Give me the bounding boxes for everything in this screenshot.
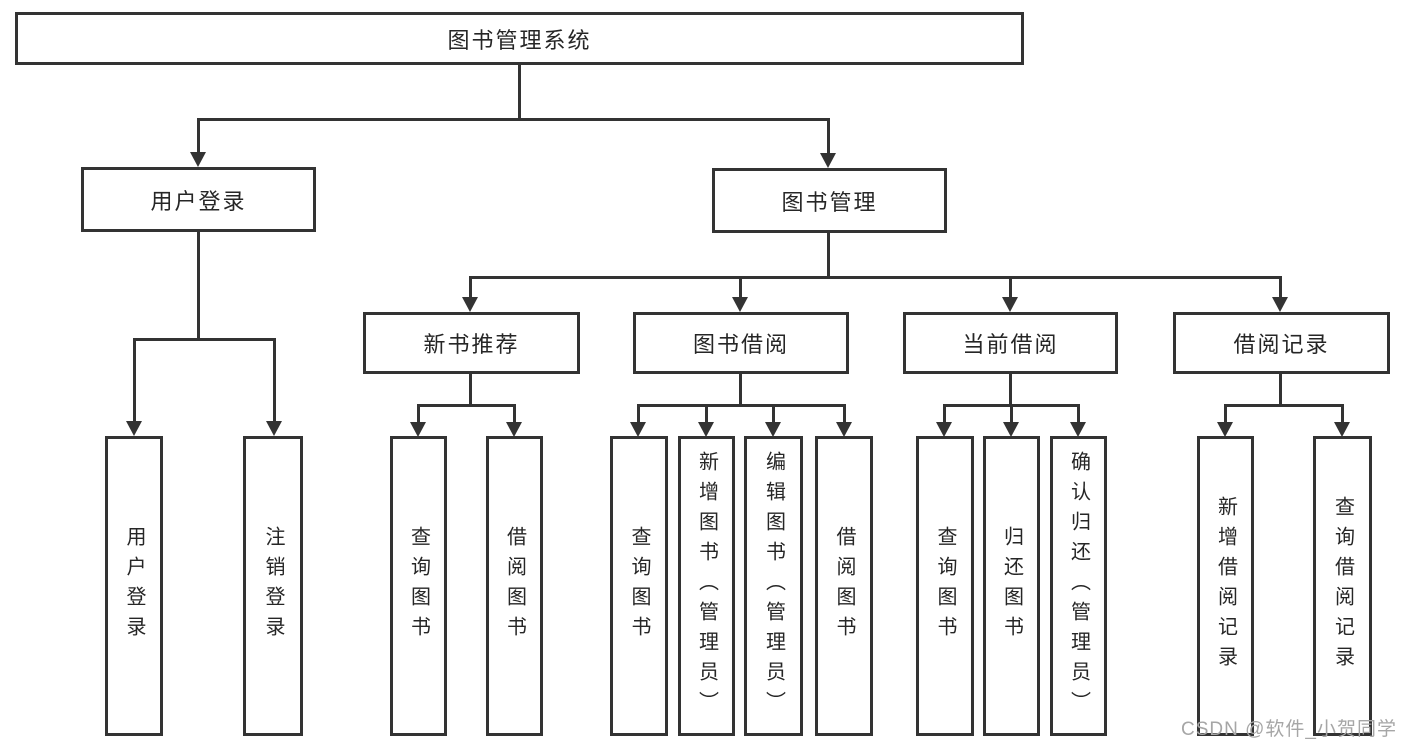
arrow-down-icon bbox=[630, 422, 646, 437]
leaf-query-books-2-label: 查询图书 bbox=[628, 526, 650, 646]
connector-line bbox=[513, 404, 516, 423]
arrow-down-icon bbox=[698, 422, 714, 437]
connector-line bbox=[469, 276, 472, 299]
leaf-confirm-return-admin-label: 确认归还（管理员） bbox=[1067, 451, 1090, 721]
leaf-borrow-books-1-label: 借阅图书 bbox=[503, 526, 526, 646]
arrow-down-icon bbox=[820, 153, 836, 168]
leaf-edit-book-admin: 编辑图书（管理员） bbox=[744, 436, 803, 736]
node-new-book-recommend-label: 新书推荐 bbox=[423, 332, 520, 357]
connector-line bbox=[469, 276, 1282, 279]
leaf-user-login: 用户登录 bbox=[105, 436, 163, 736]
connector-line bbox=[1224, 404, 1227, 423]
node-borrowing-records: 借阅记录 bbox=[1173, 312, 1390, 374]
leaf-add-book-admin-label: 新增图书（管理员） bbox=[695, 451, 718, 721]
leaf-logout: 注销登录 bbox=[243, 436, 303, 736]
leaf-add-book-admin: 新增图书（管理员） bbox=[678, 436, 735, 736]
node-current-borrowing: 当前借阅 bbox=[903, 312, 1118, 374]
leaf-query-books-2: 查询图书 bbox=[610, 436, 668, 736]
root-node-label: 图书管理系统 bbox=[447, 27, 592, 53]
arrow-down-icon bbox=[1002, 297, 1018, 312]
leaf-return-book: 归还图书 bbox=[983, 436, 1040, 736]
connector-line bbox=[1279, 276, 1282, 299]
arrow-down-icon bbox=[1003, 422, 1019, 437]
arrow-down-icon bbox=[765, 422, 781, 437]
leaf-logout-label: 注销登录 bbox=[262, 526, 284, 646]
leaf-user-login-label: 用户登录 bbox=[123, 526, 145, 646]
connector-line bbox=[827, 233, 830, 276]
leaf-edit-book-admin-label: 编辑图书（管理员） bbox=[762, 451, 785, 721]
connector-line bbox=[739, 276, 742, 299]
connector-line bbox=[843, 404, 846, 423]
arrow-down-icon bbox=[936, 422, 952, 437]
connector-line bbox=[1279, 374, 1282, 404]
connector-line bbox=[637, 404, 640, 423]
leaf-borrow-books-2-label: 借阅图书 bbox=[833, 526, 855, 646]
arrow-down-icon bbox=[462, 297, 478, 312]
node-book-management-label: 图书管理 bbox=[781, 189, 878, 215]
node-borrowing-records-label: 借阅记录 bbox=[1233, 332, 1330, 357]
leaf-query-borrow-record-label: 查询借阅记录 bbox=[1331, 496, 1354, 676]
node-book-borrowing: 图书借阅 bbox=[633, 312, 849, 374]
node-book-management: 图书管理 bbox=[712, 168, 947, 233]
connector-line bbox=[197, 232, 200, 338]
connector-line bbox=[469, 374, 472, 404]
leaf-confirm-return-admin: 确认归还（管理员） bbox=[1050, 436, 1107, 736]
connector-line bbox=[1009, 374, 1012, 404]
arrow-down-icon bbox=[732, 297, 748, 312]
arrow-down-icon bbox=[1272, 297, 1288, 312]
leaf-query-books-1-label: 查询图书 bbox=[407, 526, 430, 646]
connector-line bbox=[133, 338, 276, 341]
arrow-down-icon bbox=[1217, 422, 1233, 437]
connector-line bbox=[637, 404, 846, 407]
arrow-down-icon bbox=[836, 422, 852, 437]
arrow-down-icon bbox=[1334, 422, 1350, 437]
leaf-return-book-label: 归还图书 bbox=[1000, 526, 1023, 646]
leaf-query-books-3-label: 查询图书 bbox=[934, 526, 956, 646]
connector-line bbox=[739, 374, 742, 404]
node-current-borrowing-label: 当前借阅 bbox=[962, 332, 1059, 357]
connector-line bbox=[417, 404, 516, 407]
arrow-down-icon bbox=[1070, 422, 1086, 437]
connector-line bbox=[943, 404, 946, 423]
node-user-login: 用户登录 bbox=[81, 167, 316, 232]
root-node-library-system: 图书管理系统 bbox=[15, 12, 1024, 65]
connector-line bbox=[197, 118, 200, 154]
connector-line bbox=[417, 404, 420, 423]
connector-line bbox=[705, 404, 708, 423]
arrow-down-icon bbox=[410, 422, 426, 437]
node-new-book-recommend: 新书推荐 bbox=[363, 312, 580, 374]
arrow-down-icon bbox=[126, 421, 142, 436]
node-user-login-label: 用户登录 bbox=[150, 188, 247, 214]
leaf-borrow-books-2: 借阅图书 bbox=[815, 436, 873, 736]
leaf-add-borrow-record-label: 新增借阅记录 bbox=[1214, 496, 1237, 676]
connector-line bbox=[1341, 404, 1344, 423]
connector-line bbox=[273, 338, 276, 422]
connector-line bbox=[518, 65, 521, 118]
leaf-add-borrow-record: 新增借阅记录 bbox=[1197, 436, 1254, 736]
connector-line bbox=[1224, 404, 1344, 407]
leaf-borrow-books-1: 借阅图书 bbox=[486, 436, 543, 736]
arrow-down-icon bbox=[506, 422, 522, 437]
connector-line bbox=[827, 118, 830, 154]
csdn-watermark: CSDN @软件_小贺同学 bbox=[1181, 719, 1397, 740]
leaf-query-books-3: 查询图书 bbox=[916, 436, 974, 736]
leaf-query-borrow-record: 查询借阅记录 bbox=[1313, 436, 1372, 736]
connector-line bbox=[772, 404, 775, 423]
arrow-down-icon bbox=[266, 421, 282, 436]
connector-line bbox=[133, 338, 136, 422]
connector-line bbox=[1009, 276, 1012, 299]
connector-line bbox=[197, 118, 830, 121]
node-book-borrowing-label: 图书借阅 bbox=[692, 332, 789, 357]
connector-line bbox=[1077, 404, 1080, 423]
connector-line bbox=[1010, 404, 1013, 423]
leaf-query-books-1: 查询图书 bbox=[390, 436, 447, 736]
arrow-down-icon bbox=[190, 152, 206, 167]
